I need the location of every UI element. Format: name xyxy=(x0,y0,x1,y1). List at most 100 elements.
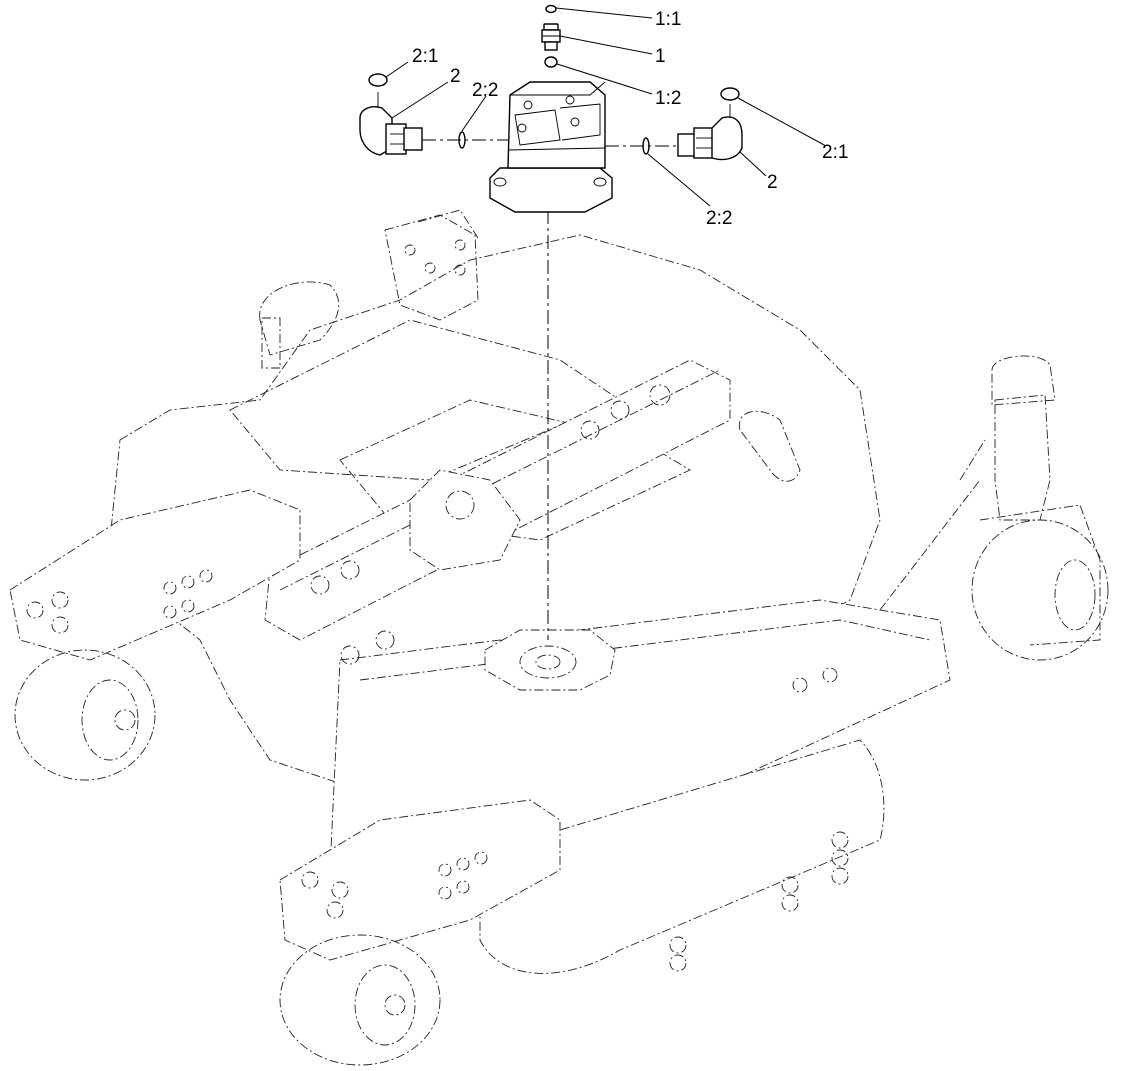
beam-nut xyxy=(822,667,838,683)
callout-2-1-right: 2:1 xyxy=(822,142,848,163)
caster-bolt xyxy=(326,901,344,919)
mower-deck-phantom xyxy=(9,209,1109,1066)
bolt-hole xyxy=(424,262,436,274)
caster-bolt xyxy=(51,591,69,609)
elbow-right-body xyxy=(711,116,743,161)
leader-2-2-left xyxy=(461,95,487,132)
arm-hole xyxy=(456,880,470,894)
spindle-shaft xyxy=(535,654,561,670)
rear-bracket-left xyxy=(384,214,479,321)
spindle-housing xyxy=(519,645,577,679)
main-beam-edge xyxy=(279,369,721,591)
arm-hole xyxy=(456,857,470,871)
left-caster-nut xyxy=(114,709,136,731)
callout-1-2: 1:2 xyxy=(655,88,681,109)
right-caster-arm-edge xyxy=(879,479,981,611)
arm-hole xyxy=(438,863,452,877)
front-bumper xyxy=(478,739,885,974)
o-ring-1-1 xyxy=(545,4,557,14)
motor-flange xyxy=(489,167,613,213)
elbow-fitting-2-right xyxy=(677,104,743,161)
right-caster-yoke xyxy=(994,394,1051,521)
bolt-hole xyxy=(454,264,466,276)
callout-2-left: 2 xyxy=(450,66,461,87)
caster-bolt xyxy=(301,871,319,889)
elbow-left-nut xyxy=(403,127,423,151)
callout-2-1-left: 2:1 xyxy=(412,46,438,67)
arm-hole xyxy=(163,581,177,595)
arm-hole xyxy=(438,886,452,900)
bumper-hole xyxy=(831,849,849,867)
flange-hole xyxy=(593,177,607,187)
beam-nut xyxy=(340,560,360,580)
caster-bolt xyxy=(331,881,349,899)
motor-body xyxy=(507,81,606,169)
bumper-hole xyxy=(781,876,799,894)
idler-bracket xyxy=(261,317,281,369)
motor-port-face xyxy=(514,109,561,146)
front-caster-wheel xyxy=(279,934,441,1066)
callout-2-right: 2 xyxy=(767,172,778,193)
arm-hole xyxy=(474,851,488,865)
callout-2-2-right: 2:2 xyxy=(706,208,732,229)
right-caster-cap xyxy=(991,355,1056,406)
leader-2-right xyxy=(739,151,767,177)
rear-bracket-right xyxy=(417,209,479,239)
callouts: 1:1 1 1:2 2:1 2 2:2 2:1 2 2:2 xyxy=(412,9,848,229)
callout-1-1: 1:1 xyxy=(655,9,681,30)
elbow-fitting-2-left xyxy=(359,92,423,156)
arm-hole xyxy=(181,575,195,589)
o-ring-2-1-right xyxy=(720,87,740,101)
bumper-hole xyxy=(669,954,687,972)
fitting-1-stem xyxy=(544,41,558,51)
front-caster-arm xyxy=(279,799,561,961)
left-caster-wheel xyxy=(14,649,156,781)
hydraulic-motor xyxy=(489,81,613,213)
right-caster-hub xyxy=(1054,559,1096,631)
motor-top-edge xyxy=(510,81,606,96)
arm-hole xyxy=(163,605,177,619)
lower-spindle-plate xyxy=(484,629,616,691)
leader-1-2 xyxy=(556,63,653,95)
leader-lines xyxy=(385,7,827,207)
elbow-right-hex xyxy=(693,127,715,159)
leader-2-left xyxy=(391,81,449,119)
deck-handle xyxy=(738,410,801,482)
leader-2-1-right xyxy=(737,97,827,147)
right-caster-arm-edge xyxy=(959,439,986,481)
caster-bolt xyxy=(51,616,69,634)
motor-bolt xyxy=(523,100,533,110)
front-caster-nut xyxy=(384,994,406,1016)
bumper-hole xyxy=(669,936,687,954)
spindle-hole xyxy=(445,490,475,520)
leader-1-1 xyxy=(555,7,653,19)
motor-bolt xyxy=(565,95,575,105)
bumper-hole xyxy=(781,894,799,912)
beam-nut xyxy=(375,630,395,650)
fitting-1-cap xyxy=(543,23,559,31)
motor-bolt xyxy=(570,117,580,127)
left-caster-arm xyxy=(9,489,301,661)
right-caster-wheel xyxy=(971,519,1109,661)
flange-hole xyxy=(493,177,507,187)
bumper-hole xyxy=(831,831,849,849)
right-caster-fork xyxy=(979,504,1101,646)
elbow-left-hex xyxy=(385,123,407,155)
callout-1: 1 xyxy=(655,46,666,67)
fitting-1 xyxy=(541,23,561,51)
beam-nut xyxy=(310,575,330,595)
bolt-hole xyxy=(454,239,466,251)
caster-bolt xyxy=(26,601,44,619)
motor-bolt xyxy=(517,123,527,133)
arm-hole xyxy=(199,569,213,583)
bolt-hole xyxy=(404,244,416,256)
front-caster-hub xyxy=(354,964,416,1046)
leader-2-1-left xyxy=(385,61,409,78)
beam-nut xyxy=(792,677,808,693)
elbow-right-nut xyxy=(677,133,697,157)
o-ring-2-1-left xyxy=(368,73,388,87)
arm-hole xyxy=(181,599,195,613)
motor-side-face xyxy=(559,103,601,141)
beam-nut xyxy=(580,420,600,440)
